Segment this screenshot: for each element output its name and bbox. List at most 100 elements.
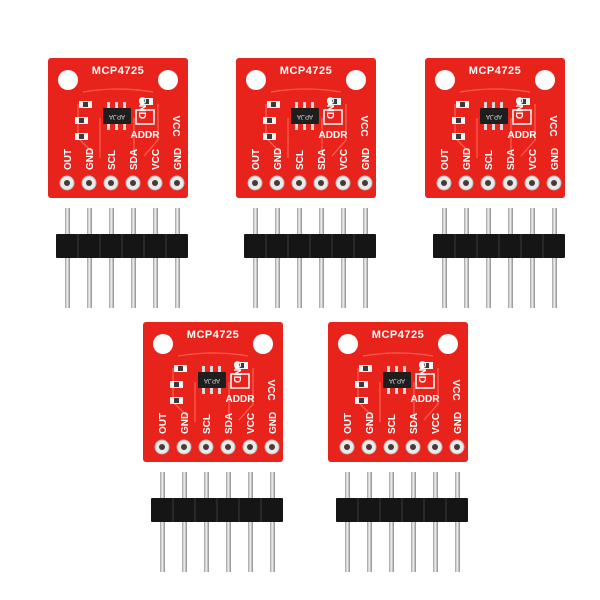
- pin-label-vcc: VCC: [528, 149, 539, 170]
- pin-label-vcc: VCC: [246, 413, 257, 434]
- pin-label-scl: SCL: [387, 414, 398, 434]
- smd-resistor-2: [263, 117, 276, 124]
- pin-label-gnd-2: GND: [361, 148, 372, 170]
- smd-resistor-3: [170, 397, 183, 404]
- addr-jumper: [230, 373, 250, 389]
- smd-resistor-1: [79, 101, 92, 108]
- smd-resistor-4: [328, 98, 341, 105]
- addr-jumper: [415, 373, 435, 389]
- smd-resistor-1: [267, 101, 280, 108]
- pin-header: [433, 208, 565, 308]
- chip-title: MCP4725: [92, 65, 144, 77]
- pin-pads: [436, 175, 562, 191]
- jumper-gnd-label: GND: [416, 361, 427, 383]
- pin-label-scl: SCL: [202, 414, 213, 434]
- mounting-hole-right: [158, 70, 178, 90]
- pin-label-out: OUT: [440, 149, 451, 170]
- pin-header: [56, 208, 188, 308]
- pcb-board: MCP4725 AP.JA ADDR ADDR VCC: [236, 58, 376, 198]
- pin-label-gnd: GND: [180, 412, 191, 434]
- header-plastic: [433, 234, 565, 258]
- smd-resistor-3: [75, 133, 88, 140]
- pin-label-vcc: VCC: [431, 413, 442, 434]
- pin-label-gnd-2: GND: [173, 148, 184, 170]
- pin-label-gnd-2: GND: [268, 412, 279, 434]
- jumper-gnd-label: GND: [136, 97, 147, 119]
- chip-title: MCP4725: [372, 329, 424, 341]
- smd-resistor-3: [263, 133, 276, 140]
- smd-resistor-2: [75, 117, 88, 124]
- pin-label-sda: SDA: [409, 413, 420, 434]
- mcp4725-module-1: MCP4725 AP.JA ADDR ADDR VCC: [48, 58, 188, 313]
- smd-resistor-1: [456, 101, 469, 108]
- pin-header: [244, 208, 376, 308]
- pin-label-scl: SCL: [107, 150, 118, 170]
- pin-label-gnd: GND: [365, 412, 376, 434]
- mcp4725-module-3: MCP4725 AP.JA ADDR ADDR VCC: [425, 58, 565, 313]
- pcb-board: MCP4725 AP.JA ADDR ADDR VCC: [328, 322, 468, 462]
- dac-chip: AP.JA: [383, 366, 411, 394]
- smd-resistor-1: [359, 365, 372, 372]
- pin-label-vcc: VCC: [151, 149, 162, 170]
- mounting-hole-left: [246, 70, 266, 90]
- chip-marking: AP.JA: [109, 113, 125, 119]
- chip-marking: AP.JA: [297, 113, 313, 119]
- dac-chip: AP.JA: [198, 366, 226, 394]
- smd-resistor-4: [140, 98, 153, 105]
- dac-chip: AP.JA: [291, 102, 319, 130]
- jumper-gnd-label: GND: [231, 361, 242, 383]
- pin-label-gnd-2: GND: [550, 148, 561, 170]
- chip-title: MCP4725: [280, 65, 332, 77]
- pin-pads: [59, 175, 185, 191]
- addr-label-horizontal: ADDR: [319, 130, 349, 141]
- mounting-hole-right: [535, 70, 555, 90]
- pin-label-out: OUT: [63, 149, 74, 170]
- pin-label-gnd-2: GND: [453, 412, 464, 434]
- dac-chip: AP.JA: [480, 102, 508, 130]
- pin-label-scl: SCL: [484, 150, 495, 170]
- addr-label-horizontal: ADDR: [508, 130, 538, 141]
- jumper-gnd-label: GND: [324, 97, 335, 119]
- mounting-hole-right: [438, 334, 458, 354]
- chip-marking: AP.JA: [486, 113, 502, 119]
- smd-resistor-3: [355, 397, 368, 404]
- addr-label-horizontal: ADDR: [226, 394, 256, 405]
- pcb-board: MCP4725 AP.JA ADDR ADDR VCC: [425, 58, 565, 198]
- mounting-hole-left: [58, 70, 78, 90]
- pin-label-vcc: VCC: [339, 149, 350, 170]
- pin-label-gnd: GND: [85, 148, 96, 170]
- dac-chip: AP.JA: [103, 102, 131, 130]
- pin-header: [336, 472, 468, 572]
- header-plastic: [244, 234, 376, 258]
- addr-label-horizontal: ADDR: [131, 130, 161, 141]
- chip-marking: AP.JA: [204, 377, 220, 383]
- pin-label-sda: SDA: [224, 413, 235, 434]
- addr-jumper: [135, 109, 155, 125]
- pin-label-out: OUT: [158, 413, 169, 434]
- pcb-board: MCP4725 AP.JA ADDR ADDR VCC: [48, 58, 188, 198]
- pin-label-sda: SDA: [129, 149, 140, 170]
- pin-label-out: OUT: [251, 149, 262, 170]
- pin-pads: [339, 439, 465, 455]
- mcp4725-module-4: MCP4725 AP.JA ADDR ADDR VCC: [143, 322, 283, 577]
- mounting-hole-left: [153, 334, 173, 354]
- pin-label-sda: SDA: [317, 149, 328, 170]
- jumper-vcc-label: VCC: [265, 379, 276, 400]
- jumper-vcc-label: VCC: [450, 379, 461, 400]
- mcp4725-module-2: MCP4725 AP.JA ADDR ADDR VCC: [236, 58, 376, 313]
- mcp4725-module-5: MCP4725 AP.JA ADDR ADDR VCC: [328, 322, 468, 577]
- pin-label-out: OUT: [343, 413, 354, 434]
- jumper-vcc-label: VCC: [170, 115, 181, 136]
- pin-label-gnd: GND: [462, 148, 473, 170]
- addr-jumper: [512, 109, 532, 125]
- smd-resistor-2: [355, 381, 368, 388]
- pin-header: [151, 472, 283, 572]
- chip-title: MCP4725: [469, 65, 521, 77]
- smd-resistor-1: [174, 365, 187, 372]
- chip-marking: AP.JA: [389, 377, 405, 383]
- mounting-hole-left: [435, 70, 455, 90]
- pin-label-sda: SDA: [506, 149, 517, 170]
- pin-label-gnd: GND: [273, 148, 284, 170]
- jumper-vcc-label: VCC: [547, 115, 558, 136]
- smd-resistor-3: [452, 133, 465, 140]
